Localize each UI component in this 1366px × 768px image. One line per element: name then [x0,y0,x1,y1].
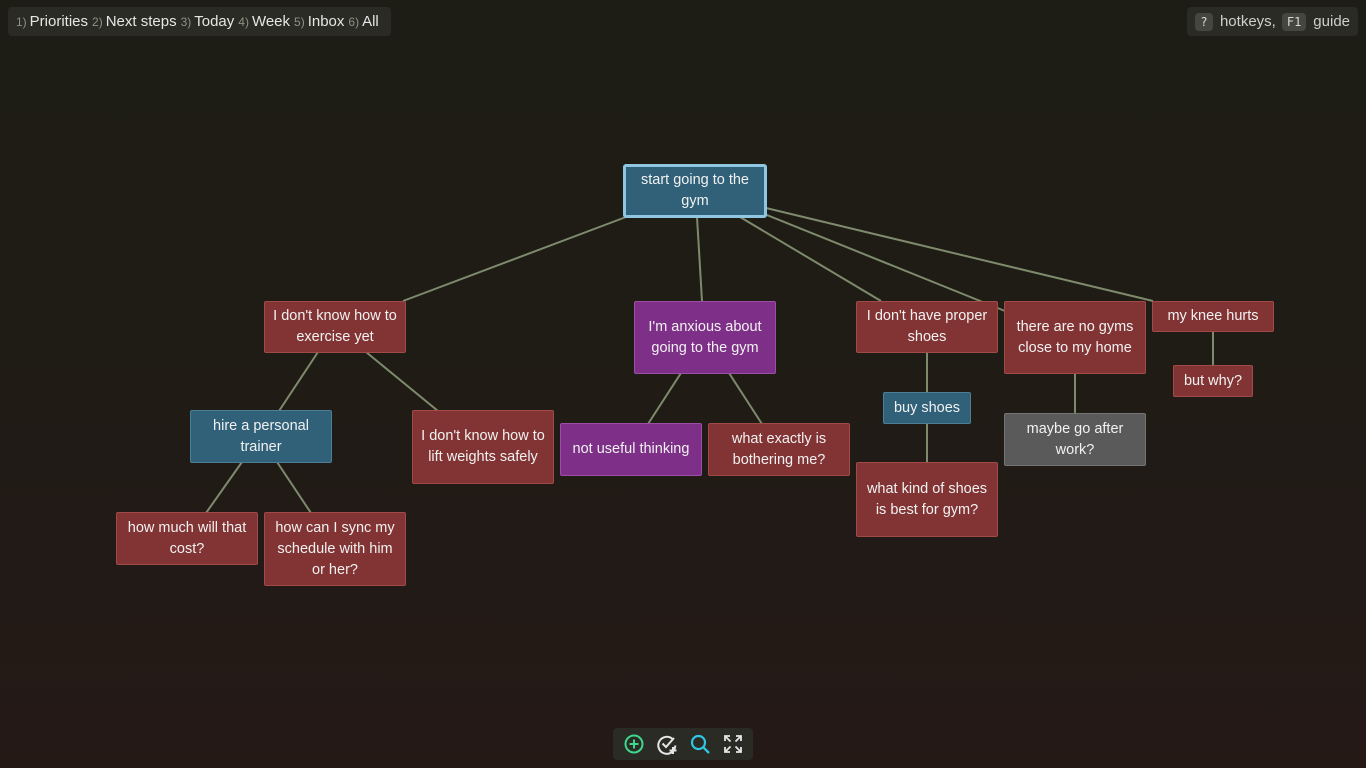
node-lift-weights[interactable]: I don't know how to lift weights safely [412,410,554,484]
edge-root-shoes [739,216,882,302]
bottom-toolbar [613,728,753,760]
hotkeys-label[interactable]: hotkeys, [1219,13,1276,30]
guide-label[interactable]: guide [1313,13,1350,30]
fullscreen-button[interactable] [720,731,746,757]
edge-trainer-cost [205,461,243,514]
tab-inbox[interactable]: 5)Inbox [294,13,345,30]
node-hire-trainer[interactable]: hire a personal trainer [190,410,332,463]
node-kind-of-shoes[interactable]: what kind of shoes is best for gym? [856,462,998,537]
search-button[interactable] [687,731,713,757]
search-icon [690,734,710,754]
node-buy-shoes[interactable]: buy shoes [883,392,971,424]
node-how-much-cost[interactable]: how much will that cost? [116,512,258,565]
edge-root-nogyms [761,212,1006,312]
add-circle-icon [624,734,643,754]
node-what-bothering[interactable]: what exactly is bothering me? [708,423,850,476]
node-go-after-work[interactable]: maybe go after work? [1004,413,1146,466]
edge-trainer-sync [276,461,312,514]
node-sync-schedule[interactable]: how can I sync my schedule with him or h… [264,512,406,586]
node-knee-hurts[interactable]: my knee hurts [1152,301,1274,332]
hotkeys-key[interactable]: ? [1194,12,1213,31]
node-not-useful-thinking[interactable]: not useful thinking [560,423,702,476]
tab-priorities[interactable]: 1)Priorities [16,13,89,30]
node-no-proper-shoes[interactable]: I don't have proper shoes [856,301,998,353]
edge-anxious-bothering [728,372,763,425]
edge-anxious-notuseful [647,372,682,425]
node-no-gyms-close[interactable]: there are no gyms close to my home [1004,301,1146,374]
tab-next-steps[interactable]: 2)Next steps [92,13,177,30]
view-nav: 1)Priorities 2)Next steps 3)Today 4)Week… [8,7,391,36]
tab-week[interactable]: 4)Week [238,13,291,30]
tab-all[interactable]: 6)All [348,13,379,30]
tab-today[interactable]: 3)Today [180,13,235,30]
add-node-button[interactable] [621,731,647,757]
node-but-why[interactable]: but why? [1173,365,1253,397]
check-add-icon [656,735,676,755]
node-exercise-unknown[interactable]: I don't know how to exercise yet [264,301,406,353]
edge-exercise-trainer [278,351,319,412]
edge-root-knee [765,207,1154,302]
node-start-going-to-the-gym[interactable]: start going to the gym [623,164,767,218]
help-box: ? hotkeys, F1 guide [1186,7,1358,36]
edge-root-anxious [696,216,703,302]
node-anxious[interactable]: I'm anxious about going to the gym [634,301,776,374]
fullscreen-icon [723,735,742,753]
edge-root-exercise [402,216,627,302]
edge-exercise-lift [365,351,439,412]
guide-key[interactable]: F1 [1281,12,1307,31]
add-task-button[interactable] [654,731,680,757]
